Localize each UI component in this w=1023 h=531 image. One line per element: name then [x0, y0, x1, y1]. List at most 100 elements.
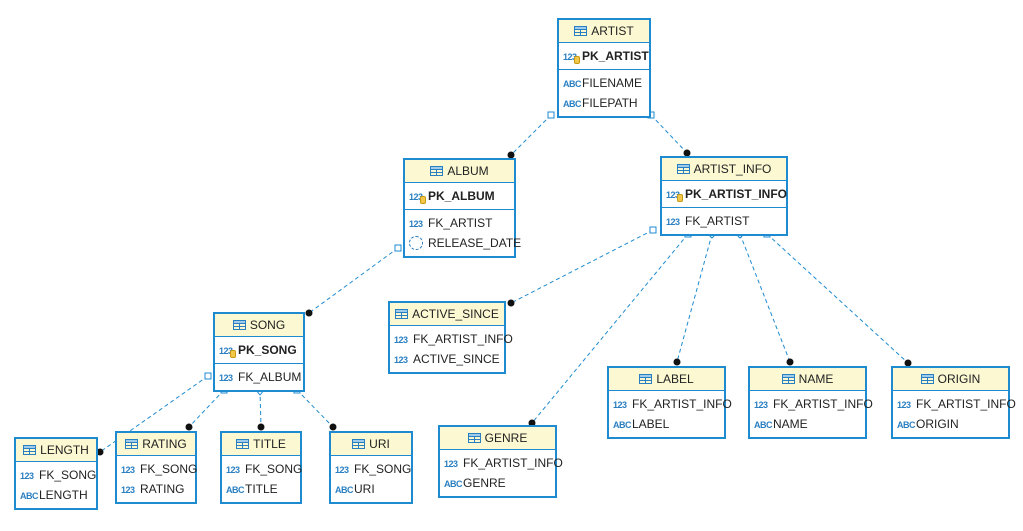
- table-icon: [352, 439, 366, 449]
- column-row[interactable]: 123 FK_ARTIST_INFO: [390, 329, 513, 349]
- column-name: LENGTH: [39, 488, 88, 502]
- column-row[interactable]: RELEASE_DATE: [405, 233, 521, 253]
- column-row[interactable]: 123 ACTIVE_SINCE: [390, 349, 504, 369]
- entity-header[interactable]: LABEL: [609, 368, 724, 391]
- text-type-icon: ABC: [897, 420, 916, 430]
- column-name: FK_SONG: [245, 462, 303, 476]
- entity-header[interactable]: ARTIST: [559, 20, 649, 43]
- numeric-key-icon: 123: [409, 187, 428, 207]
- columns-section: 123 FK_SONG ABCURI: [331, 456, 411, 502]
- column-name: FK_ARTIST_INFO: [413, 332, 513, 346]
- column-row[interactable]: ABCORIGIN: [893, 414, 1008, 434]
- entity-uri[interactable]: URI 123 FK_SONG ABCURI: [329, 431, 413, 504]
- numeric-type-icon: 123: [121, 465, 135, 475]
- text-type-icon: ABC: [754, 420, 773, 430]
- column-name: LABEL: [632, 417, 670, 431]
- entity-header[interactable]: URI: [331, 433, 411, 456]
- column-name: ACTIVE_SINCE: [413, 352, 500, 366]
- entity-header[interactable]: ALBUM: [405, 160, 514, 183]
- numeric-type-icon: 123: [335, 465, 349, 475]
- column-name: RATING: [140, 482, 185, 496]
- entity-header[interactable]: ACTIVE_SINCE: [390, 303, 504, 326]
- numeric-key-icon: 123: [219, 341, 238, 361]
- text-type-icon: ABC: [563, 79, 582, 89]
- column-name: TITLE: [245, 482, 278, 496]
- numeric-type-icon: 123: [444, 459, 458, 469]
- table-icon: [639, 374, 653, 384]
- numeric-type-icon: 123: [20, 471, 34, 481]
- numeric-key-icon: 123: [666, 185, 685, 205]
- table-icon: [236, 439, 250, 449]
- entity-title: ALBUM: [447, 164, 489, 178]
- column-row[interactable]: ABCFILENAME: [559, 73, 649, 93]
- column-name: PK_ARTIST: [582, 49, 649, 63]
- entity-header[interactable]: GENRE: [440, 427, 555, 450]
- column-row[interactable]: ABCLENGTH: [16, 485, 96, 505]
- entity-header[interactable]: ARTIST_INFO: [662, 158, 786, 181]
- entity-header[interactable]: ORIGIN: [893, 368, 1008, 391]
- column-name: GENRE: [463, 476, 506, 490]
- entity-header[interactable]: TITLE: [222, 433, 300, 456]
- column-row[interactable]: ABCFILEPATH: [559, 93, 649, 113]
- entity-title: ARTIST_INFO: [693, 162, 772, 176]
- numeric-type-icon: 123: [226, 465, 240, 475]
- column-row[interactable]: ABCNAME: [750, 414, 865, 434]
- column-row[interactable]: ABCURI: [331, 479, 411, 499]
- column-name: URI: [354, 482, 375, 496]
- column-row[interactable]: 123 FK_SONG: [331, 459, 411, 479]
- entity-header[interactable]: SONG: [215, 314, 303, 337]
- entity-header[interactable]: RATING: [117, 433, 195, 456]
- entity-header[interactable]: LENGTH: [16, 439, 96, 462]
- table-icon: [125, 439, 139, 449]
- column-name: FK_SONG: [354, 462, 412, 476]
- entity-title: LENGTH: [40, 443, 89, 457]
- entity-header[interactable]: NAME: [750, 368, 865, 391]
- columns-section: ABCFILENAME ABCFILEPATH: [559, 70, 649, 116]
- numeric-type-icon: 123: [897, 400, 911, 410]
- entity-title[interactable]: TITLE 123 FK_SONG ABCTITLE: [220, 431, 302, 504]
- column-row[interactable]: ABCTITLE: [222, 479, 300, 499]
- columns-section: 123 FK_SONG ABCTITLE: [222, 456, 303, 502]
- column-name: FK_ARTIST_INFO: [773, 397, 873, 411]
- numeric-type-icon: 123: [409, 219, 423, 229]
- numeric-type-icon: 123: [394, 355, 408, 365]
- column-row[interactable]: ABCGENRE: [440, 473, 555, 493]
- entity-title: RATING: [142, 437, 187, 451]
- column-row[interactable]: ABCLABEL: [609, 414, 724, 434]
- entity-title: NAME: [798, 372, 834, 386]
- numeric-type-icon: 123: [394, 335, 408, 345]
- column-row[interactable]: 123 FK_SONG: [222, 459, 303, 479]
